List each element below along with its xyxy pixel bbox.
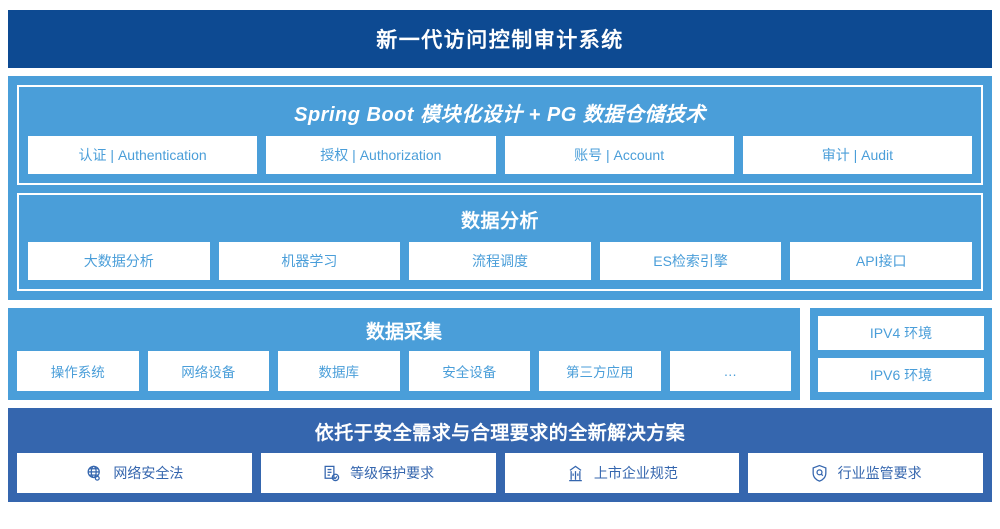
solution-item-industry-regulation[interactable]: 行业监管要求 (748, 453, 983, 493)
collection-item-label: 网络设备 (181, 365, 236, 380)
analysis-title: 数据分析 (460, 211, 539, 232)
collection-item-label: 数据库 (318, 365, 360, 380)
collection-item-label: … (723, 363, 738, 379)
environment-item-ipv6[interactable]: IPV6 环境 (818, 358, 984, 392)
platform-item-label: 授权 | Authorization (320, 147, 442, 163)
environment-item-ipv4[interactable]: IPV4 环境 (818, 316, 984, 350)
collection-title: 数据采集 (365, 322, 442, 343)
bank-building-icon (566, 464, 585, 483)
solution-chip-row: 网络安全法 等级保护要求 (17, 453, 983, 493)
solution-item-cybersecurity-law[interactable]: 网络安全法 (17, 453, 252, 493)
collection-row: 数据采集 操作系统 网络设备 数据库 安全设备 第三方应用 … (8, 308, 992, 400)
solution-item-classified-protection[interactable]: 等级保护要求 (260, 453, 496, 493)
analysis-item-label: 机器学习 (281, 253, 338, 269)
document-check-icon (322, 464, 341, 483)
platform-item-account[interactable]: 账号 | Account (504, 136, 734, 174)
platform-item-audit[interactable]: 审计 | Audit (742, 136, 972, 174)
solution-item-label: 网络安全法 (113, 465, 184, 481)
collection-item-network-device[interactable]: 网络设备 (147, 351, 269, 391)
analysis-item-es-search-engine[interactable]: ES检索引擎 (599, 242, 782, 280)
analysis-item-label: ES检索引擎 (653, 253, 728, 269)
shield-search-icon (810, 464, 829, 483)
solution-title: 依托于安全需求与合理要求的全新解决方案 (314, 423, 686, 444)
analysis-item-label: 流程调度 (471, 253, 528, 269)
analysis-item-api[interactable]: API接口 (790, 242, 972, 280)
environment-item-label: IPV4 环境 (869, 325, 933, 341)
platform-chip-row: 认证 | Authentication 授权 | Authorization 账… (28, 136, 972, 174)
solution-item-listed-company-norms[interactable]: 上市企业规范 (504, 453, 740, 493)
environment-item-label: IPV6 环境 (869, 367, 933, 383)
analysis-subpanel: 数据分析 大数据分析 机器学习 流程调度 ES检索引擎 API接口 (17, 193, 983, 291)
collection-item-security-device[interactable]: 安全设备 (408, 351, 530, 391)
collection-item-database[interactable]: 数据库 (278, 351, 400, 391)
collection-item-operating-system[interactable]: 操作系统 (17, 351, 139, 391)
page-title-bar: 新一代访问控制审计系统 (8, 10, 992, 68)
platform-item-label: 账号 | Account (574, 147, 665, 163)
analysis-item-big-data[interactable]: 大数据分析 (28, 242, 210, 280)
collection-item-label: 第三方应用 (566, 365, 634, 380)
analysis-item-workflow-scheduling[interactable]: 流程调度 (409, 242, 591, 280)
platform-item-authentication[interactable]: 认证 | Authentication (28, 136, 258, 174)
collection-item-more[interactable]: … (669, 351, 791, 391)
analysis-item-label: 大数据分析 (83, 253, 154, 269)
globe-icon (85, 464, 104, 483)
collection-item-label: 安全设备 (442, 365, 497, 380)
environment-panel: IPV4 环境 IPV6 环境 (810, 308, 992, 400)
collection-panel: 数据采集 操作系统 网络设备 数据库 安全设备 第三方应用 … (8, 308, 800, 400)
solution-item-label: 上市企业规范 (593, 465, 678, 481)
platform-item-label: 认证 | Authentication (78, 147, 207, 163)
platform-item-authorization[interactable]: 授权 | Authorization (266, 136, 496, 174)
platform-analysis-panel: Spring Boot 模块化设计 + PG 数据仓储技术 认证 | Authe… (8, 76, 992, 300)
solution-item-label: 等级保护要求 (350, 465, 435, 481)
analysis-chip-row: 大数据分析 机器学习 流程调度 ES检索引擎 API接口 (28, 242, 972, 280)
solution-item-label: 行业监管要求 (837, 465, 922, 481)
platform-title: Spring Boot 模块化设计 + PG 数据仓储技术 (294, 104, 706, 126)
solution-panel: 依托于安全需求与合理要求的全新解决方案 网络安全法 (8, 408, 992, 502)
collection-item-third-party-app[interactable]: 第三方应用 (539, 351, 661, 391)
page-title: 新一代访问控制审计系统 (376, 29, 624, 52)
analysis-item-machine-learning[interactable]: 机器学习 (218, 242, 401, 280)
collection-item-label: 操作系统 (50, 365, 105, 380)
platform-item-label: 审计 | Audit (821, 147, 894, 163)
platform-subpanel: Spring Boot 模块化设计 + PG 数据仓储技术 认证 | Authe… (17, 85, 983, 185)
analysis-item-label: API接口 (855, 253, 907, 269)
collection-chip-row: 操作系统 网络设备 数据库 安全设备 第三方应用 … (17, 351, 791, 391)
